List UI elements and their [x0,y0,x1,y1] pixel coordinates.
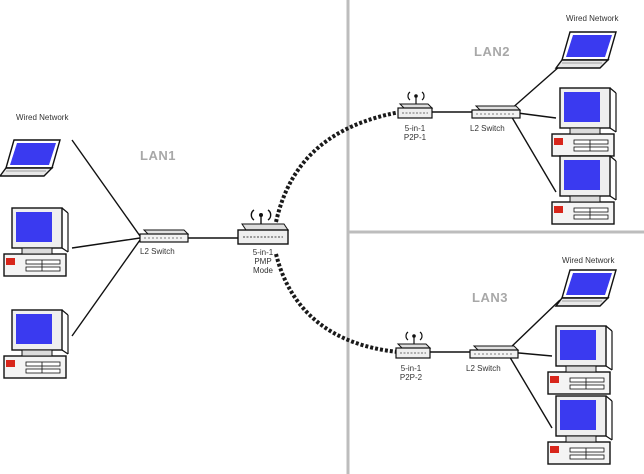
lan3-switch-label: L2 Switch [466,364,501,373]
p2p2-line2: P2P-2 [396,373,426,382]
lan2-title: LAN2 [474,44,510,59]
lan2-desktop-2 [552,156,616,224]
wireless-link-p2p2 [276,254,398,352]
p2p1-ap [398,92,432,118]
p2p2-ap [396,332,430,358]
lan1-switch-label: L2 Switch [140,247,175,256]
lan2-desktop-1 [552,88,616,156]
lan1-desktop-1 [4,208,68,276]
central-ap-line1: 5-in-1 [248,248,278,257]
central-ap [238,210,288,244]
lan2-switch [472,106,520,118]
lan3-desktop-1 [548,326,612,394]
lan1-title: LAN1 [140,148,176,163]
lan1-switch [140,230,188,242]
lan3-switch [470,346,518,358]
lan3-title: LAN3 [472,290,508,305]
lan3-wired-label: Wired Network [562,256,614,265]
lan1-laptop [0,140,60,176]
central-ap-line2: PMP [248,257,278,266]
central-ap-line3: Mode [248,266,278,275]
lan1-wired-label: Wired Network [16,113,68,122]
lan2-wired-label: Wired Network [566,14,618,23]
wireless-link-p2p1 [276,112,400,222]
p2p1-line1: 5-in-1 [400,124,430,133]
lan3-laptop [556,270,616,306]
p2p2-line1: 5-in-1 [396,364,426,373]
central-ap-label: 5-in-1 PMP Mode [248,248,278,275]
p2p2-label: 5-in-1 P2P-2 [396,364,426,382]
p2p1-line2: P2P-1 [400,133,430,142]
lan2-switch-label: L2 Switch [470,124,505,133]
lan1-desktop-2 [4,310,68,378]
lan3-desktop-2 [548,396,612,464]
p2p1-label: 5-in-1 P2P-1 [400,124,430,142]
lan2-laptop [556,32,616,68]
